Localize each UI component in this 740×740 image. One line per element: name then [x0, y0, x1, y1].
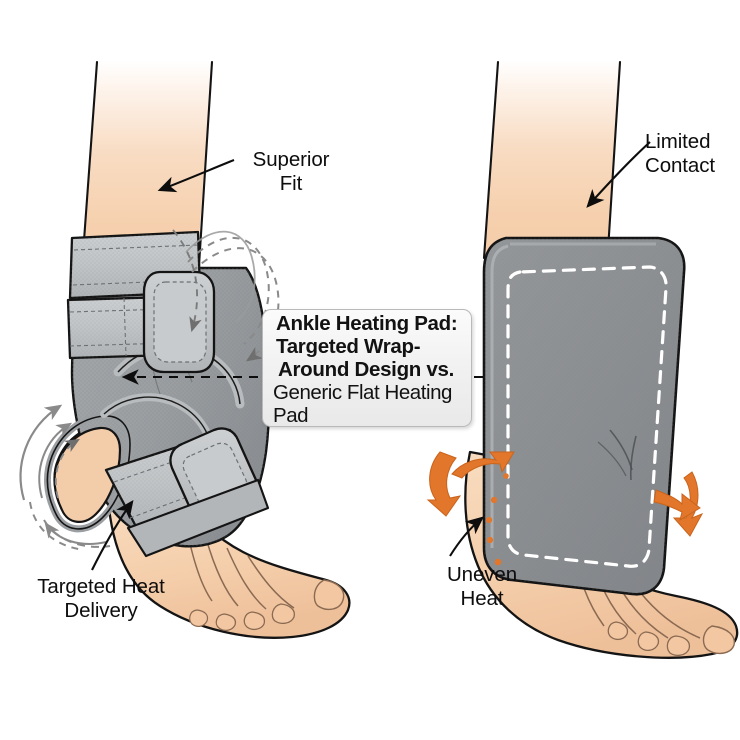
- right-panel-illustration: [426, 60, 739, 659]
- left-ankle-brace: [44, 230, 271, 558]
- heat-escape-dots: [485, 473, 509, 566]
- right-leg: [482, 60, 622, 268]
- left-panel-illustration: [19, 60, 351, 639]
- right-flat-heating-pad: [482, 236, 686, 596]
- left-wrap-motion-arcs: [19, 229, 280, 551]
- callout-line-3: Around Design vs.: [278, 357, 455, 381]
- callout-line-2: Targeted Wrap-: [276, 334, 421, 358]
- center-callout-box: Ankle Heating Pad: Targeted Wrap- Around…: [262, 309, 472, 427]
- leader-limited-contact: [586, 141, 651, 208]
- leader-lines: [91, 141, 651, 571]
- leader-superior-fit: [157, 159, 235, 193]
- heat-escape-arrows: [426, 451, 704, 537]
- leader-targeted-heat: [91, 499, 134, 571]
- callout-line-4: Generic Flat Heating Pad: [273, 381, 453, 428]
- callout-line-1: Ankle Heating Pad:: [276, 311, 458, 335]
- leader-uneven-heat: [449, 516, 484, 557]
